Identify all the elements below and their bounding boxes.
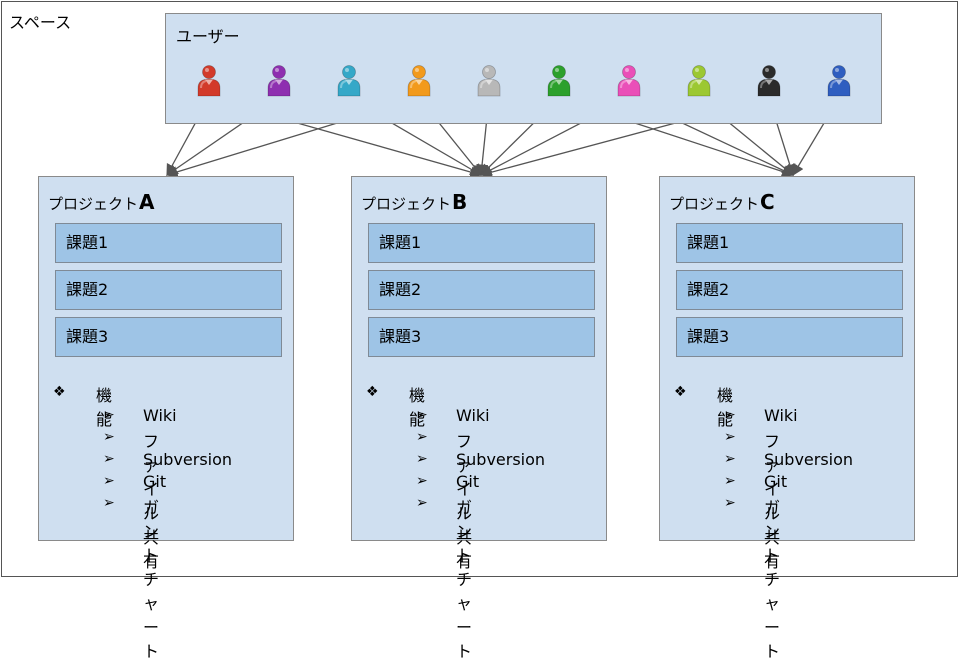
feature-label: Wiki: [456, 406, 490, 425]
issue-item[interactable]: 課題3: [676, 317, 903, 357]
feature-label: Wiki: [143, 406, 177, 425]
arrow-bullet-icon: ➢: [103, 451, 115, 467]
project-title: プロジェクトB: [361, 190, 467, 214]
user-icon: [406, 64, 432, 98]
user-icon: [826, 64, 852, 98]
feature-label: ガントチャート: [764, 498, 781, 661]
user-icon: [196, 64, 222, 98]
features-heading-label: 機能: [96, 386, 113, 429]
space-label: スペース: [9, 13, 72, 32]
issue-item[interactable]: 課題2: [676, 270, 903, 310]
project-title: プロジェクトC: [669, 190, 775, 214]
arrow-bullet-icon: ➢: [724, 429, 736, 445]
diamond-bullet-icon: ❖: [366, 384, 379, 400]
features-heading-label: 機能: [717, 386, 734, 429]
issue-item[interactable]: 課題1: [55, 223, 282, 263]
project-title-prefix: プロジェクト: [669, 195, 760, 213]
arrow-bullet-icon: ➢: [103, 495, 115, 511]
feature-label: Git: [456, 472, 480, 491]
feature-label: Wiki: [764, 406, 798, 425]
users-panel: ユーザー: [165, 13, 882, 124]
arrow-bullet-icon: ➢: [416, 407, 428, 423]
issue-item[interactable]: 課題2: [368, 270, 595, 310]
arrow-bullet-icon: ➢: [724, 495, 736, 511]
diamond-bullet-icon: ❖: [53, 384, 66, 400]
issue-item[interactable]: 課題1: [368, 223, 595, 263]
feature-label: Git: [764, 472, 788, 491]
arrow-bullet-icon: ➢: [103, 429, 115, 445]
issue-item[interactable]: 課題2: [55, 270, 282, 310]
feature-label: Subversion: [764, 450, 854, 469]
arrow-bullet-icon: ➢: [724, 473, 736, 489]
arrow-bullet-icon: ➢: [103, 407, 115, 423]
issue-item[interactable]: 課題3: [368, 317, 595, 357]
user-icon: [616, 64, 642, 98]
user-icon: [686, 64, 712, 98]
arrow-bullet-icon: ➢: [103, 473, 115, 489]
features-heading-label: 機能: [409, 386, 426, 429]
user-icon: [336, 64, 362, 98]
user-icon: [756, 64, 782, 98]
arrow-bullet-icon: ➢: [724, 407, 736, 423]
project-title-letter: C: [760, 190, 775, 214]
feature-label: Git: [143, 472, 167, 491]
feature-label: ファイル共有: [764, 432, 781, 571]
users-label: ユーザー: [176, 27, 240, 46]
feature-label: ファイル共有: [143, 432, 160, 571]
arrow-bullet-icon: ➢: [416, 473, 428, 489]
project-title-prefix: プロジェクト: [361, 195, 452, 213]
project-title: プロジェクトA: [48, 190, 155, 214]
feature-label: ファイル共有: [456, 432, 473, 571]
user-icon: [266, 64, 292, 98]
project-title-prefix: プロジェクト: [48, 195, 139, 213]
arrow-bullet-icon: ➢: [416, 451, 428, 467]
user-icon: [546, 64, 572, 98]
project-title-letter: B: [452, 190, 468, 214]
arrow-bullet-icon: ➢: [724, 451, 736, 467]
diamond-bullet-icon: ❖: [674, 384, 687, 400]
issue-item[interactable]: 課題3: [55, 317, 282, 357]
arrow-bullet-icon: ➢: [416, 429, 428, 445]
space-frame: [1, 1, 958, 577]
user-icon: [476, 64, 502, 98]
feature-label: ガントチャート: [456, 498, 473, 661]
feature-label: Subversion: [456, 450, 546, 469]
project-title-letter: A: [139, 190, 155, 214]
arrow-bullet-icon: ➢: [416, 495, 428, 511]
issue-item[interactable]: 課題1: [676, 223, 903, 263]
feature-label: ガントチャート: [143, 498, 160, 661]
feature-label: Subversion: [143, 450, 233, 469]
